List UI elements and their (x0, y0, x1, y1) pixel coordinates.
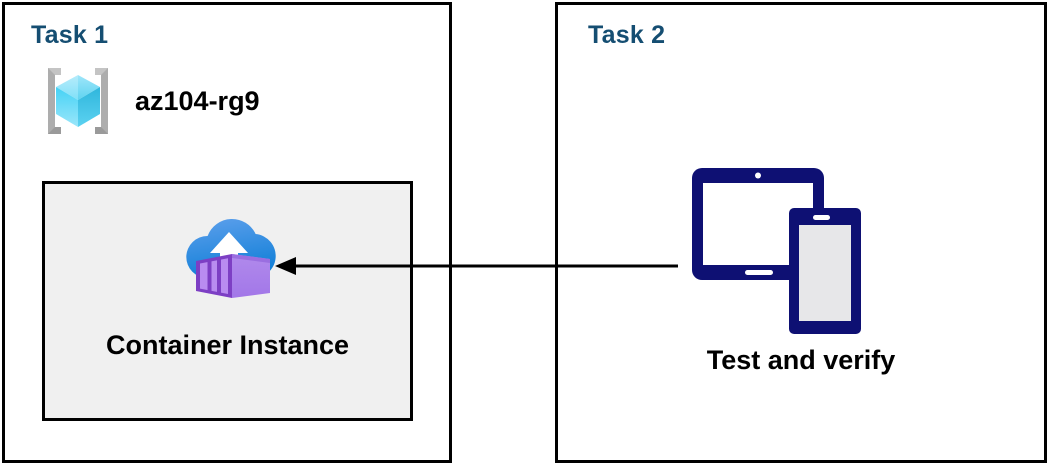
container-instance-label: Container Instance (105, 330, 350, 360)
azure-resource-group-icon (35, 63, 121, 139)
panel-task-2-title: Task 2 (588, 21, 666, 49)
panel-task-1: Task 1 (2, 2, 452, 463)
resource-group-row: az104-rg9 (35, 63, 260, 139)
container-instance-box: Container Instance (42, 181, 413, 421)
panel-task-2: Task 2 Test and verify (555, 2, 1047, 463)
resource-group-label: az104-rg9 (135, 85, 260, 116)
panel-task-1-title: Task 1 (31, 21, 109, 49)
test-and-verify-label: Test and verify (706, 345, 896, 375)
